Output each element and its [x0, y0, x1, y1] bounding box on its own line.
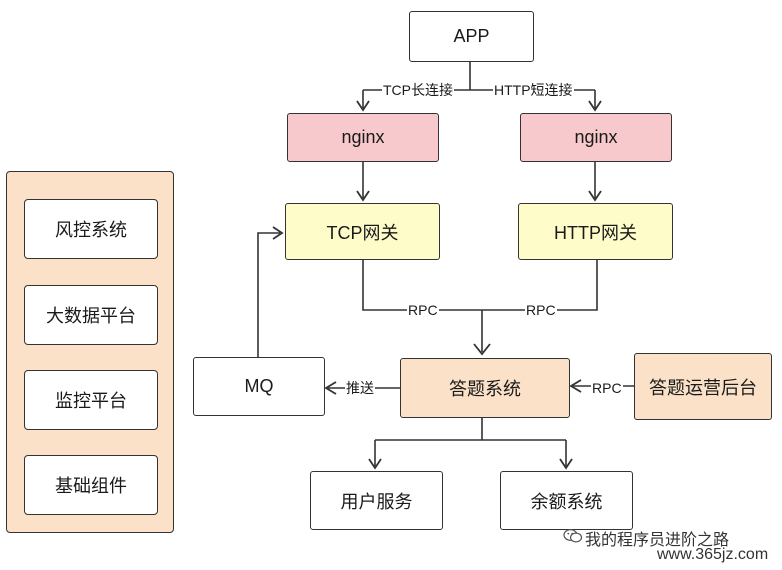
arrow-mq — [324, 381, 337, 395]
arrow-nginx-right — [588, 100, 602, 112]
arrow-user-service — [368, 458, 382, 470]
edge-quiz-split — [375, 418, 566, 441]
node-quiz-system: 答题系统 — [400, 358, 570, 418]
arrow-http-gateway — [588, 190, 602, 202]
node-app: APP — [409, 11, 534, 62]
arrow-quiz-system — [473, 343, 491, 356]
edge-label-tcp-long: TCP长连接 — [382, 82, 454, 98]
edge-http-to-quiz — [482, 260, 598, 311]
side-item-base-components: 基础组件 — [24, 455, 158, 515]
watermark-title: 我的程序员进阶之路 — [585, 532, 730, 549]
arrow-nginx-left — [356, 100, 370, 112]
node-user-service: 用户服务 — [310, 471, 443, 530]
wechat-icon — [563, 529, 583, 543]
node-quiz-ops: 答题运营后台 — [634, 353, 772, 420]
arrow-tcp-gateway — [356, 190, 370, 202]
node-http-gateway: HTTP网关 — [518, 203, 673, 260]
side-item-risk-control: 风控系统 — [24, 199, 158, 259]
watermark-url: www.365jz.com — [657, 546, 769, 563]
side-panel: 风控系统 大数据平台 监控平台 基础组件 — [6, 171, 174, 533]
arrow-tcp-from-mq — [272, 226, 284, 240]
node-nginx-right: nginx — [520, 113, 672, 162]
side-item-big-data: 大数据平台 — [24, 285, 158, 345]
edge-mq-to-tcp — [257, 232, 280, 357]
edge-label-rpc-left: RPC — [407, 302, 439, 318]
edge-label-push: 推送 — [345, 380, 375, 396]
edge-label-http-short: HTTP短连接 — [493, 82, 574, 98]
arrow-quiz-from-ops — [569, 379, 582, 393]
node-balance-system: 余额系统 — [500, 471, 633, 530]
node-mq: MQ — [193, 357, 325, 416]
node-nginx-left: nginx — [287, 113, 439, 162]
edge-tcp-to-quiz — [362, 260, 482, 311]
node-tcp-gateway: TCP网关 — [285, 203, 440, 260]
edge-label-rpc-right: RPC — [525, 302, 557, 318]
edge-label-rpc-ops: RPC — [591, 380, 623, 396]
side-item-monitoring: 监控平台 — [24, 370, 158, 430]
watermark: 我的程序员进阶之路 www.365jz.com — [563, 526, 778, 566]
arrow-balance — [559, 458, 573, 470]
